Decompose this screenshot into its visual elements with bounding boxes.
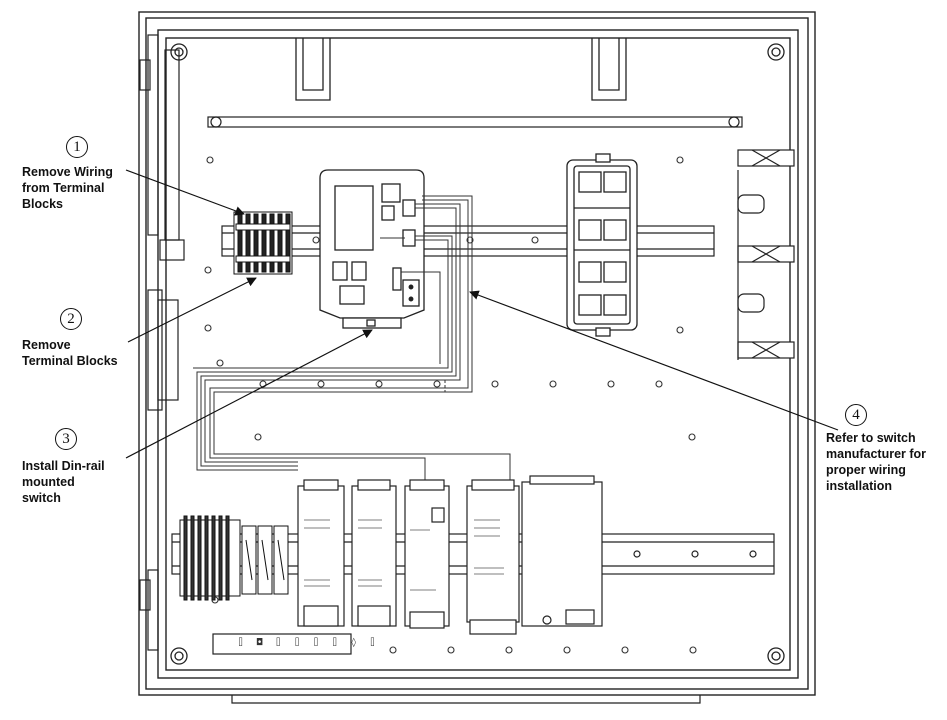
top-bar (207, 116, 743, 128)
callout-3-number: 3 (55, 428, 77, 450)
corner-bolts (170, 43, 785, 665)
callout-1-text: Remove Wiring from Terminal Blocks (22, 165, 113, 211)
bottom-flange (231, 695, 701, 704)
terminal-blocks-lower (179, 515, 289, 601)
leader-arrows (125, 169, 839, 459)
top-brackets (295, 38, 627, 101)
terminal-blocks-upper (233, 211, 293, 275)
wiring-harness (193, 195, 511, 486)
callout-4-text: Refer to switch manufacturer for proper … (826, 431, 927, 493)
callout-4-number: 4 (845, 404, 867, 426)
ethernet-switch (566, 153, 638, 337)
controller-module (319, 169, 425, 329)
bottom-strip-label: ⌷ ◘ ⌷ ⌷ ⌷ ⌷ ◊ ⌷ (238, 638, 380, 648)
callout-2-text: Remove Terminal Blocks (22, 338, 118, 368)
callout-1-number: 1 (66, 136, 88, 158)
callout-2-number: 2 (60, 308, 82, 330)
right-glands (737, 149, 795, 360)
mounting-holes (204, 156, 697, 654)
power-supplies (297, 475, 603, 635)
door-hinge-left (139, 34, 185, 651)
bottom-label-strip (212, 633, 352, 655)
callout-3-text: Install Din-rail mounted switch (22, 459, 105, 505)
